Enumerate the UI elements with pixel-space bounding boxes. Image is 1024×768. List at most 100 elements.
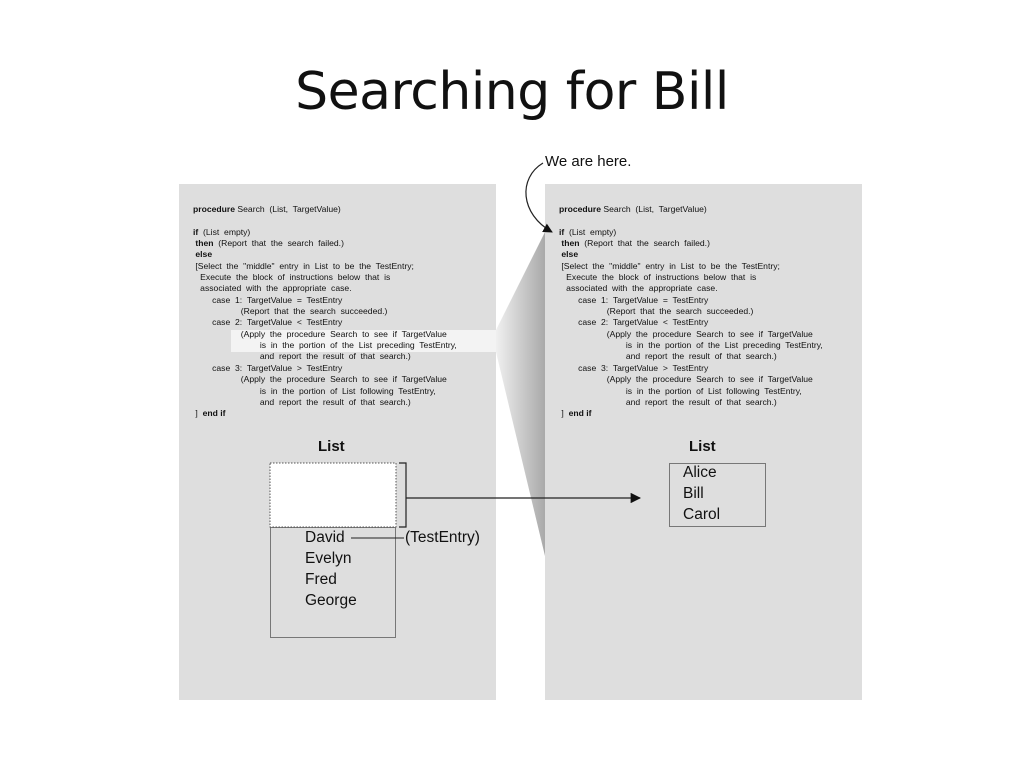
- code-text: (Apply the procedure Search to see if Ta…: [559, 328, 813, 339]
- code-line: associated with the appropriate case.: [559, 283, 823, 294]
- active-case-highlight: [231, 330, 496, 352]
- code-text: (Report that the search succeeded.): [559, 306, 754, 317]
- code-text: case 2: TargetValue < TestEntry: [193, 317, 343, 328]
- code-line: (Apply the procedure Search to see if Ta…: [559, 374, 823, 385]
- code-text: (Apply the procedure Search to see if Ta…: [193, 328, 447, 339]
- code-line: if (List empty): [193, 227, 457, 238]
- code-text: case 3: TargetValue > TestEntry: [193, 362, 343, 373]
- code-text: [Select the "middle" entry in List to be…: [193, 260, 414, 271]
- code-text: case 2: TargetValue < TestEntry: [559, 317, 709, 328]
- code-line: procedure Search (List, TargetValue): [193, 204, 457, 215]
- code-text: is in the portion of List following Test…: [193, 385, 436, 396]
- code-line: Execute the block of instructions below …: [193, 272, 457, 283]
- left-list-item: Evelyn: [305, 550, 352, 567]
- code-line: [Select the "middle" entry in List to be…: [559, 261, 823, 272]
- code-line: and report the result of that search.): [193, 351, 457, 362]
- code-keyword: then: [193, 238, 214, 249]
- code-text: (Report that the search succeeded.): [193, 306, 388, 317]
- code-text: and report the result of that search.): [193, 396, 411, 407]
- code-text: ]: [193, 408, 203, 419]
- code-text: associated with the appropriate case.: [559, 283, 718, 294]
- code-text: (Report that the search failed.): [579, 238, 710, 249]
- code-keyword: procedure: [193, 204, 236, 214]
- code-line: ] end if: [193, 408, 457, 419]
- right-list-item: Bill: [683, 485, 704, 502]
- code-line: and report the result of that search.): [193, 397, 457, 408]
- code-text: is in the portion of the List preceding …: [193, 340, 457, 351]
- right-list-item: Alice: [683, 464, 717, 481]
- code-text: (List empty): [198, 226, 251, 237]
- code-text: (Apply the procedure Search to see if Ta…: [193, 374, 447, 385]
- code-text: Execute the block of instructions below …: [193, 272, 391, 283]
- left-procedure-panel: procedure Search (List, TargetValue) if …: [179, 184, 496, 700]
- code-line: (Apply the procedure Search to see if Ta…: [559, 329, 823, 340]
- right-procedure-panel: procedure Search (List, TargetValue) if …: [545, 184, 862, 700]
- left-list-box: [270, 527, 396, 638]
- right-procedure-code: procedure Search (List, TargetValue) if …: [559, 204, 823, 420]
- zoom-wedge: [496, 232, 545, 556]
- code-line: is in the portion of the List preceding …: [193, 340, 457, 351]
- code-keyword: else: [193, 249, 213, 260]
- we-are-here-annotation: We are here.: [545, 153, 632, 170]
- code-line: then (Report that the search failed.): [193, 238, 457, 249]
- left-list-item: David: [305, 529, 345, 546]
- code-line: case 1: TargetValue = TestEntry: [193, 295, 457, 306]
- left-list-item: George: [305, 592, 357, 609]
- code-line: [559, 215, 823, 226]
- code-line: if (List empty): [559, 227, 823, 238]
- code-line: is in the portion of List following Test…: [193, 386, 457, 397]
- code-text: [193, 215, 195, 225]
- right-list-item: Carol: [683, 506, 721, 523]
- code-line: (Report that the search succeeded.): [193, 306, 457, 317]
- code-keyword: then: [559, 238, 580, 249]
- code-text: (Report that the search failed.): [213, 238, 344, 249]
- code-keyword: end if: [568, 408, 592, 419]
- right-list-box: [669, 463, 766, 527]
- code-line: is in the portion of List following Test…: [559, 386, 823, 397]
- code-line: [193, 215, 457, 226]
- code-line: [Select the "middle" entry in List to be…: [193, 261, 457, 272]
- code-line: and report the result of that search.): [559, 351, 823, 362]
- left-procedure-code: procedure Search (List, TargetValue) if …: [193, 204, 457, 420]
- code-line: (Apply the procedure Search to see if Ta…: [193, 374, 457, 385]
- code-text: Search (List, TargetValue): [235, 204, 341, 214]
- right-list-title: List: [689, 438, 716, 455]
- code-text: and report the result of that search.): [193, 351, 411, 362]
- code-text: [Select the "middle" entry in List to be…: [559, 260, 780, 271]
- code-text: case 1: TargetValue = TestEntry: [193, 294, 343, 305]
- code-line: (Report that the search succeeded.): [559, 306, 823, 317]
- code-keyword: if: [193, 226, 199, 237]
- code-keyword: if: [559, 226, 565, 237]
- code-line: case 1: TargetValue = TestEntry: [559, 295, 823, 306]
- code-line: associated with the appropriate case.: [193, 283, 457, 294]
- code-text: (Apply the procedure Search to see if Ta…: [559, 374, 813, 385]
- code-line: and report the result of that search.): [559, 397, 823, 408]
- code-text: and report the result of that search.): [559, 396, 777, 407]
- test-entry-label: (TestEntry): [405, 529, 480, 546]
- code-line: else: [193, 249, 457, 260]
- slide-title: Searching for Bill: [295, 62, 729, 122]
- code-keyword: end if: [202, 408, 226, 419]
- code-keyword: procedure: [559, 204, 602, 214]
- code-line: then (Report that the search failed.): [559, 238, 823, 249]
- code-keyword: else: [559, 249, 579, 260]
- code-line: procedure Search (List, TargetValue): [559, 204, 823, 215]
- code-line: case 3: TargetValue > TestEntry: [559, 363, 823, 374]
- code-text: (List empty): [564, 226, 617, 237]
- code-text: case 3: TargetValue > TestEntry: [559, 362, 709, 373]
- code-line: case 2: TargetValue < TestEntry: [193, 317, 457, 328]
- code-text: is in the portion of List following Test…: [559, 385, 802, 396]
- code-text: associated with the appropriate case.: [193, 283, 352, 294]
- code-text: ]: [559, 408, 569, 419]
- code-line: case 2: TargetValue < TestEntry: [559, 317, 823, 328]
- code-text: Search (List, TargetValue): [601, 204, 707, 214]
- code-text: case 1: TargetValue = TestEntry: [559, 294, 709, 305]
- left-list-item: Fred: [305, 571, 337, 588]
- code-text: is in the portion of the List preceding …: [559, 340, 823, 351]
- code-line: ] end if: [559, 408, 823, 419]
- code-line: case 3: TargetValue > TestEntry: [193, 363, 457, 374]
- code-line: else: [559, 249, 823, 260]
- code-line: is in the portion of the List preceding …: [559, 340, 823, 351]
- code-line: (Apply the procedure Search to see if Ta…: [193, 329, 457, 340]
- left-list-title: List: [318, 438, 345, 455]
